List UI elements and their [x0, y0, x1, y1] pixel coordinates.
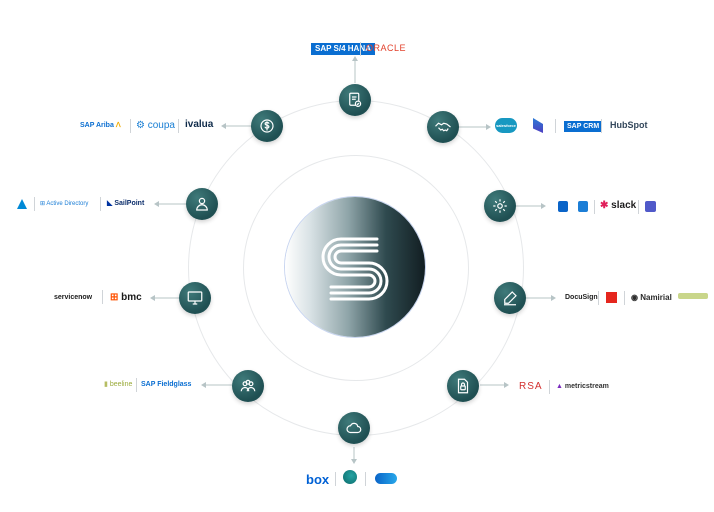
- separator: [335, 472, 336, 486]
- node-bottom-right[interactable]: [447, 370, 479, 402]
- logo-green-brand: [678, 293, 708, 299]
- logo-docusign: DocuSign: [565, 294, 598, 301]
- central-brand-disc: [285, 197, 425, 337]
- node-left[interactable]: [179, 282, 211, 314]
- separator: [594, 200, 595, 214]
- separator: [130, 119, 131, 133]
- logo-sap-ariba: SAP Ariba ᐱ: [80, 122, 121, 129]
- logo-outlook: [558, 201, 568, 212]
- node-right[interactable]: [494, 282, 526, 314]
- logo-metricstream: ▲ metricstream: [556, 383, 609, 390]
- separator: [549, 380, 550, 394]
- brand-logo-icon: [321, 237, 389, 301]
- bmc-icon: ⊞: [110, 292, 119, 303]
- separator: [100, 197, 101, 211]
- separator: [136, 378, 137, 392]
- pen-sign-icon: [504, 291, 517, 306]
- logo-sap-crm: SAP CRM: [564, 121, 603, 132]
- separator: [360, 42, 361, 56]
- logo-adobe: [606, 292, 617, 303]
- logo-coupa: ⚙ coupa: [136, 120, 175, 131]
- sailpoint-icon: ◣: [107, 200, 113, 207]
- ariba-icon: ᐱ: [115, 122, 121, 129]
- logo-teams: [645, 201, 656, 212]
- logo-exchange: [578, 201, 588, 212]
- logo-sharepoint: [343, 470, 357, 484]
- node-left-upper[interactable]: [186, 188, 218, 220]
- logo-sailpoint: ◣ SailPoint: [107, 200, 145, 207]
- logo-dynamics: [533, 118, 543, 133]
- logo-servicenow: servicenow: [54, 294, 93, 301]
- document-lock-icon: [457, 378, 469, 394]
- logo-salesforce: salesforce: [495, 118, 517, 133]
- separator: [598, 291, 599, 305]
- separator: [638, 200, 639, 214]
- monitor-icon: [187, 291, 203, 305]
- node-right-upper[interactable]: [484, 190, 516, 222]
- separator: [34, 197, 35, 211]
- windows-icon: ⊞: [40, 201, 46, 207]
- logo-beeline: ▮ beeline: [104, 381, 133, 388]
- logo-rsa: RSA: [519, 381, 543, 392]
- logo-sap-s4hana: SAP S/4 HANA: [311, 43, 375, 55]
- logo-box: box: [306, 472, 330, 487]
- coupa-icon: ⚙: [136, 120, 145, 131]
- separator: [555, 119, 556, 133]
- user-id-icon: [196, 197, 208, 211]
- separator: [601, 119, 602, 133]
- metricstream-icon: ▲: [556, 383, 563, 390]
- logo-sap-fieldglass: SAP Fieldglass: [141, 381, 192, 388]
- separator: [102, 290, 103, 304]
- slack-icon: ✱: [600, 200, 609, 211]
- node-bottom-left[interactable]: [232, 370, 264, 402]
- node-top-right[interactable]: [427, 111, 459, 143]
- document-check-icon: [349, 92, 362, 107]
- separator: [178, 119, 179, 133]
- cloud-icon: [346, 422, 362, 434]
- dollar-coin-icon: [260, 119, 274, 133]
- node-top-left[interactable]: [251, 110, 283, 142]
- logo-hubspot: HubSpot: [610, 120, 648, 130]
- beeline-icon: ▮: [104, 381, 108, 388]
- logo-slack: ✱ slack: [600, 200, 637, 211]
- logo-oracle: ORACLE: [366, 43, 407, 53]
- logo-ivalua: ivalua: [185, 119, 214, 130]
- logo-onedrive: [375, 473, 397, 484]
- logo-namirial: ◉ Namirial: [631, 293, 672, 302]
- users-group-icon: [240, 379, 256, 392]
- logo-bmc: ⊞ bmc: [110, 292, 142, 303]
- separator: [624, 291, 625, 305]
- namirial-icon: ◉: [631, 293, 638, 302]
- logo-azure: [17, 199, 27, 209]
- separator: [365, 472, 366, 486]
- inner-ring: [243, 155, 469, 381]
- node-bottom[interactable]: [338, 412, 370, 444]
- node-top[interactable]: [339, 84, 371, 116]
- settings-gear-icon: [493, 199, 507, 213]
- logo-active-directory: ⊞ Active Directory: [40, 201, 89, 207]
- handshake-icon: [435, 122, 451, 132]
